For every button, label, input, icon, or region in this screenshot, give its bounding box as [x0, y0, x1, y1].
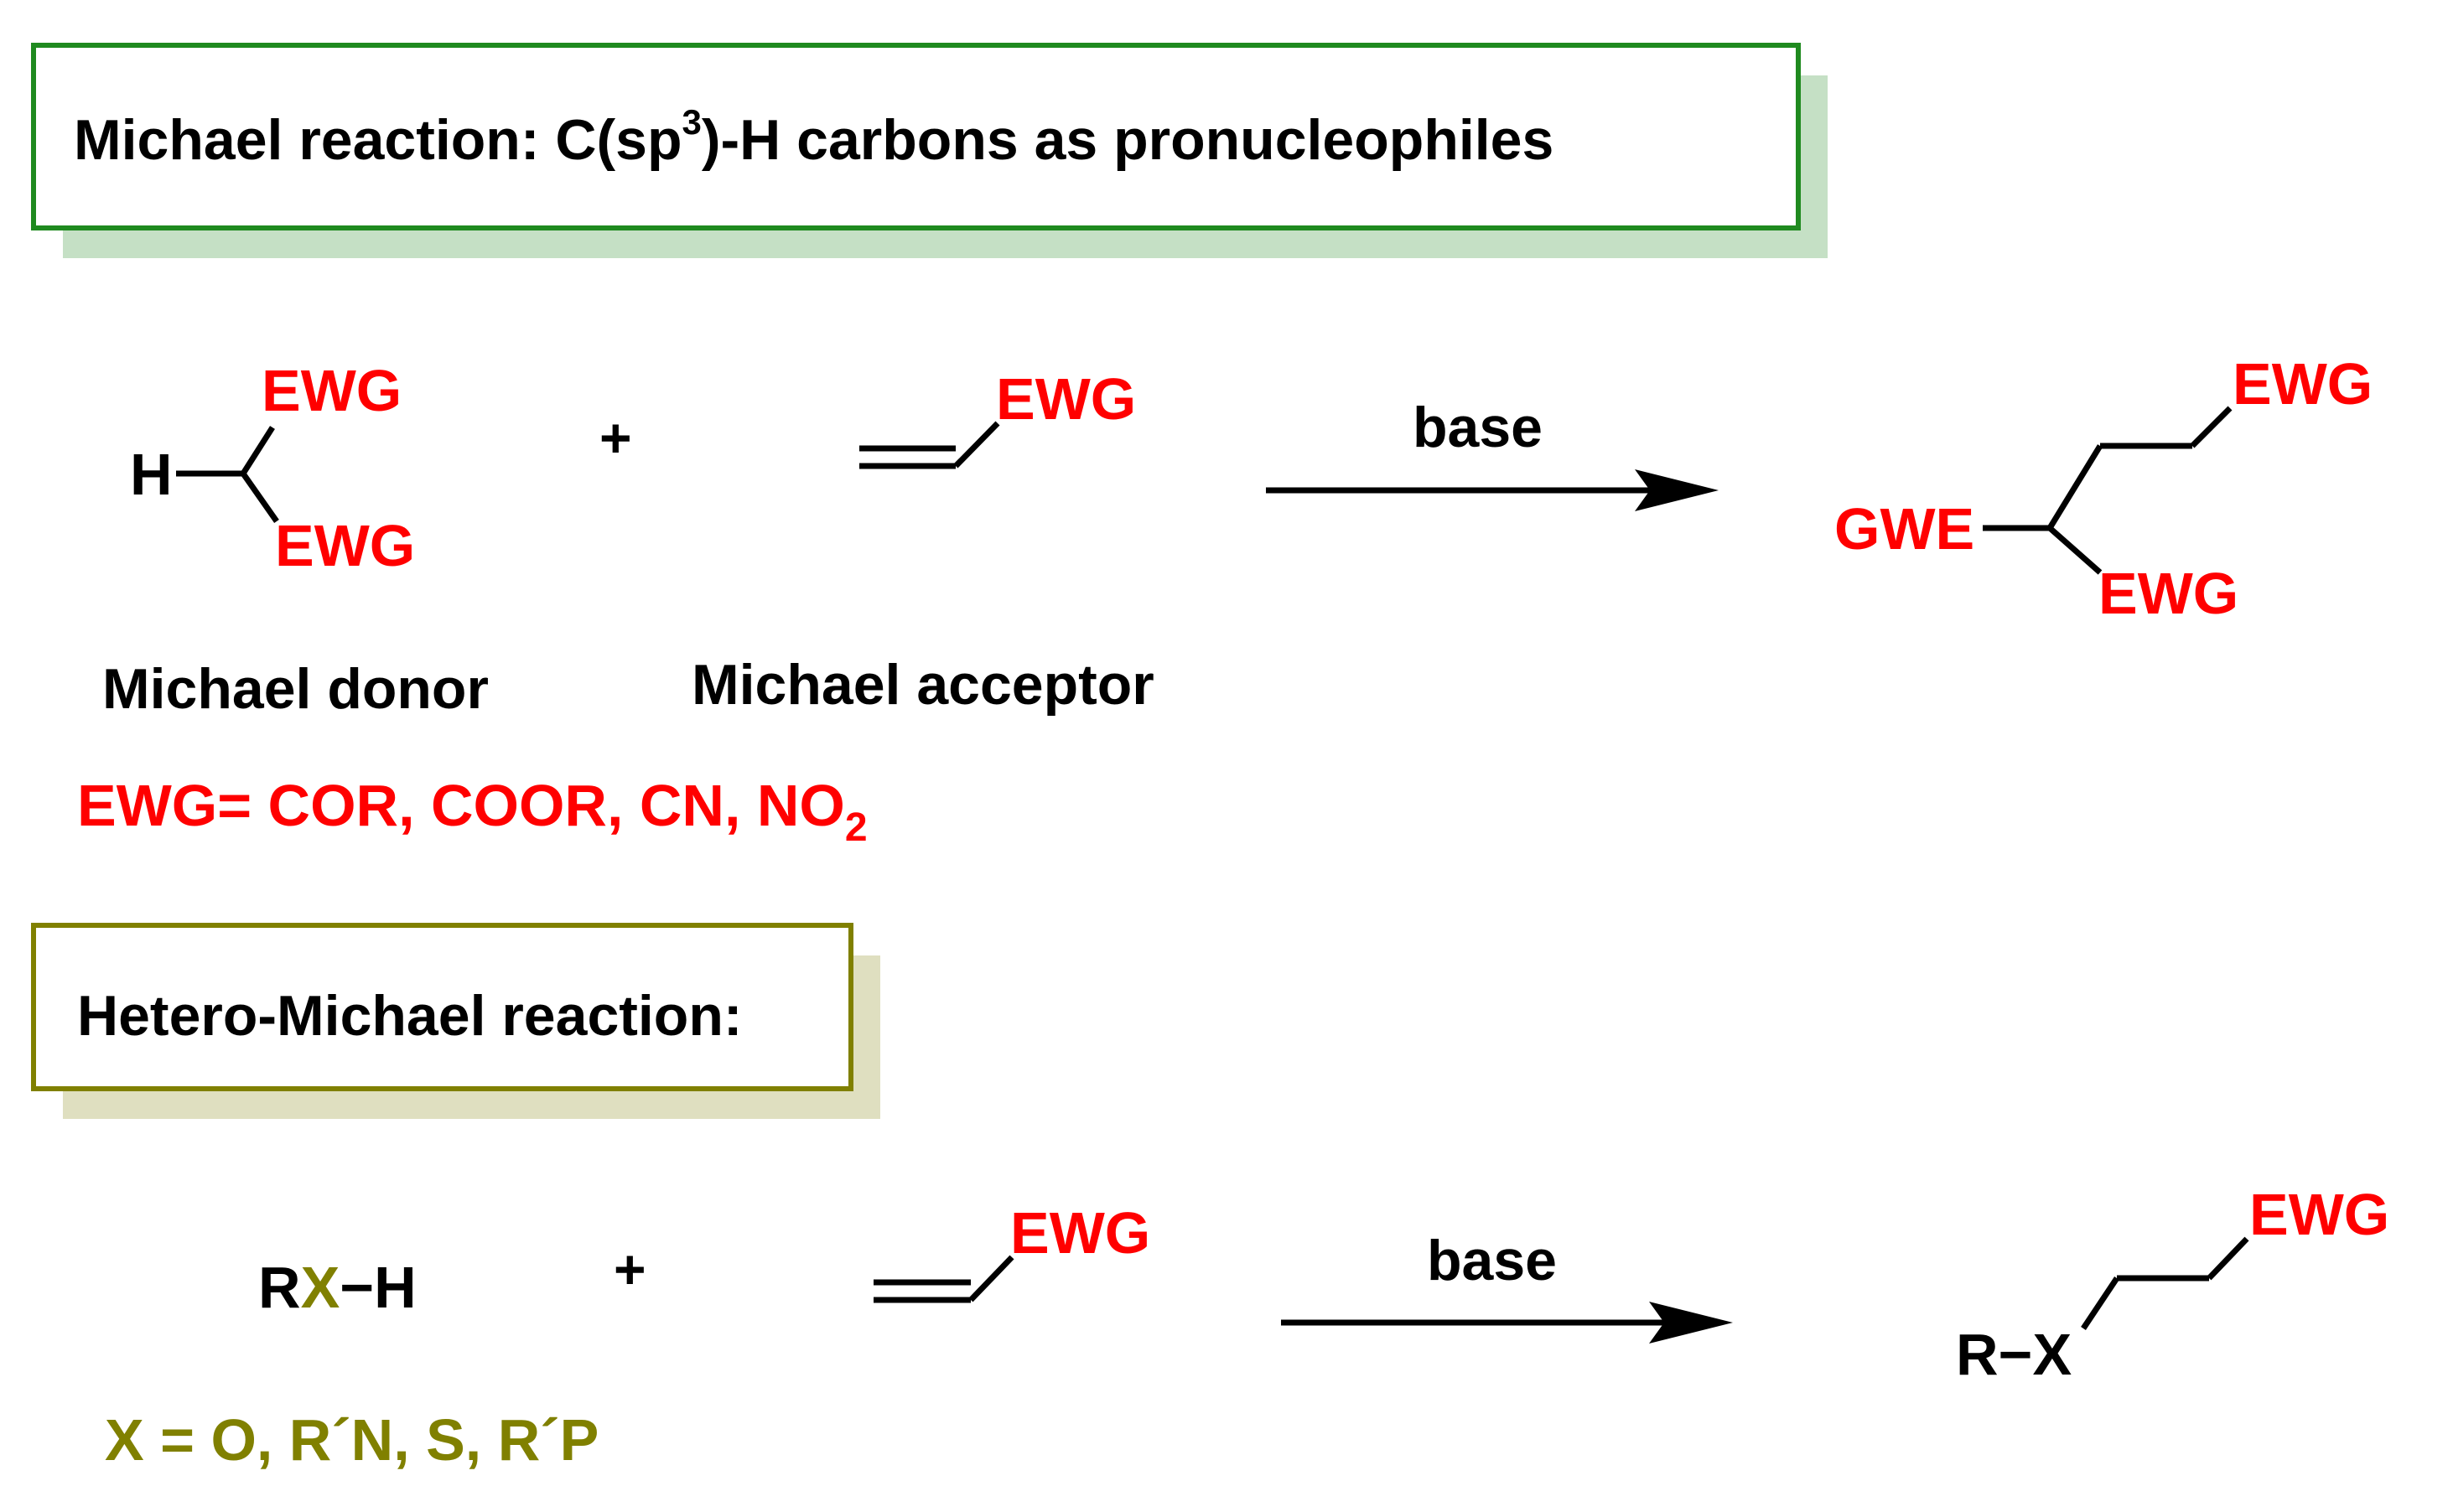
section1-title: Michael reaction: C(sp3)-H carbons as pr… — [74, 102, 1553, 172]
michael-donor: H EWG EWG — [130, 358, 415, 578]
section1-title-box — [31, 43, 1801, 230]
michael-product: EWG GWE EWG — [1834, 351, 2373, 626]
reaction-arrow-1 — [1266, 469, 1719, 511]
michael-acceptor: EWG — [859, 366, 1136, 469]
hetero-product: R−X EWG — [1956, 1182, 2389, 1387]
product-ewg-bottom: EWG — [2098, 561, 2238, 626]
product-gwe: GWE — [1834, 496, 1974, 562]
arrow2-label: base — [1427, 1229, 1557, 1292]
product-ewg-top: EWG — [2233, 351, 2373, 417]
nucleophile-x: X — [301, 1255, 340, 1320]
hetero-product-ewg: EWG — [2249, 1182, 2389, 1247]
section2-title: Hetero-Michael reaction: — [77, 984, 743, 1048]
x-definition: X = O, R´N, S, R´P — [105, 1407, 599, 1473]
nucleophile-rxh: RX−H — [258, 1255, 417, 1320]
donor-h: H — [130, 442, 173, 507]
hetero-product-rx: R−X — [1956, 1322, 2072, 1387]
hetero-acceptor: EWG — [874, 1200, 1150, 1303]
donor-label: Michael donor — [102, 657, 489, 721]
ewg-definition: EWG= COR, COOR, CN, NO2 — [77, 773, 868, 850]
section2-title-box — [31, 923, 853, 1091]
section2-plus: + — [614, 1238, 646, 1300]
section1-plus: + — [599, 406, 632, 469]
donor-ewg-bottom: EWG — [275, 513, 415, 578]
reaction-arrow-2 — [1281, 1302, 1733, 1344]
section1-title-superscript: 3 — [682, 102, 702, 142]
hetero-acceptor-ewg: EWG — [1010, 1200, 1150, 1266]
acceptor-label: Michael acceptor — [692, 653, 1154, 717]
acceptor-ewg: EWG — [996, 366, 1136, 432]
arrow1-label: base — [1413, 396, 1543, 459]
donor-ewg-top: EWG — [262, 358, 402, 423]
ewg-definition-subscript: 2 — [845, 805, 868, 850]
